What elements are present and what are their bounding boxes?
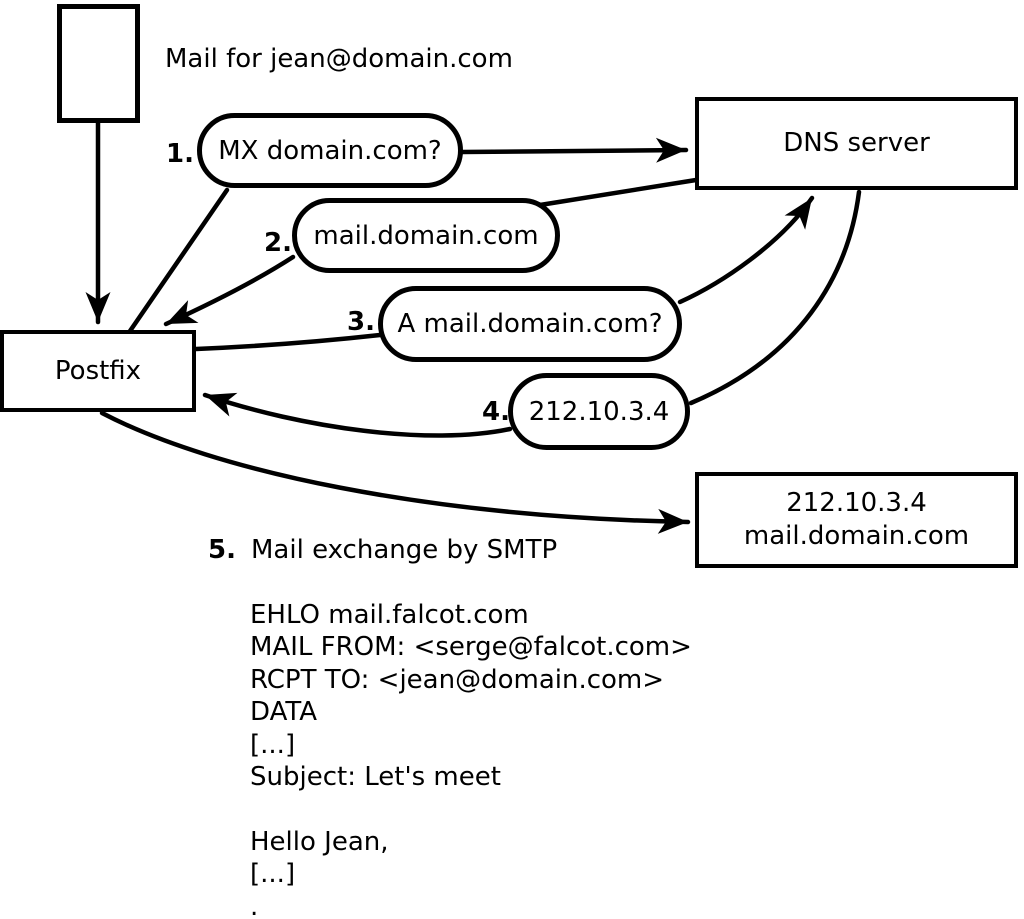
bubble-query-a-label: A mail.domain.com?	[397, 309, 663, 339]
arrow-query-a-to-dns	[677, 195, 815, 305]
bubble-reply-a: 212.10.3.4	[508, 373, 690, 450]
step-number-2: 2.	[264, 228, 292, 258]
mailserver-ip: 212.10.3.4	[786, 488, 927, 518]
step-label-smtp-exchange: Mail exchange by SMTP	[251, 535, 558, 565]
bubble-query-mx-label: MX domain.com?	[218, 135, 442, 166]
arrow-reply-a-to-postfix	[202, 392, 513, 438]
line-postfix-to-query-mx	[127, 187, 230, 334]
bubble-query-a: A mail.domain.com?	[378, 286, 682, 362]
arrow-postfix-to-mailserver	[99, 410, 691, 534]
mail-message-box	[57, 4, 140, 123]
line-postfix-to-query-a	[193, 332, 383, 352]
step-number-5: 5.	[208, 535, 236, 565]
postfix-label: Postfix	[54, 355, 142, 386]
bubble-reply-mx: mail.domain.com	[292, 198, 560, 273]
mailserver-box: 212.10.3.4 mail.domain.com	[695, 472, 1018, 568]
bubble-query-mx: MX domain.com?	[197, 113, 463, 188]
step-number-1: 1.	[166, 139, 194, 169]
dns-server-box: DNS server	[695, 97, 1018, 190]
line-dns-to-reply-mx	[537, 177, 699, 208]
line-dns-to-reply-a	[688, 189, 862, 406]
step-number-3: 3.	[347, 307, 375, 337]
smtp-session-transcript: EHLO mail.falcot.com MAIL FROM: <serge@f…	[250, 600, 692, 919]
arrow-reply-mx-to-postfix	[163, 254, 296, 327]
step-number-4: 4.	[482, 397, 510, 427]
mailserver-hostname: mail.domain.com	[743, 521, 970, 551]
dns-server-label: DNS server	[783, 128, 930, 158]
arrow-query-mx-to-dns	[459, 137, 689, 163]
postfix-box: Postfix	[0, 330, 196, 412]
bubble-reply-mx-label: mail.domain.com	[313, 220, 539, 251]
bubble-reply-a-label: 212.10.3.4	[528, 396, 670, 427]
mailserver-label: 212.10.3.4 mail.domain.com	[744, 487, 969, 553]
diagram-title: Mail for jean@domain.com	[165, 44, 513, 74]
